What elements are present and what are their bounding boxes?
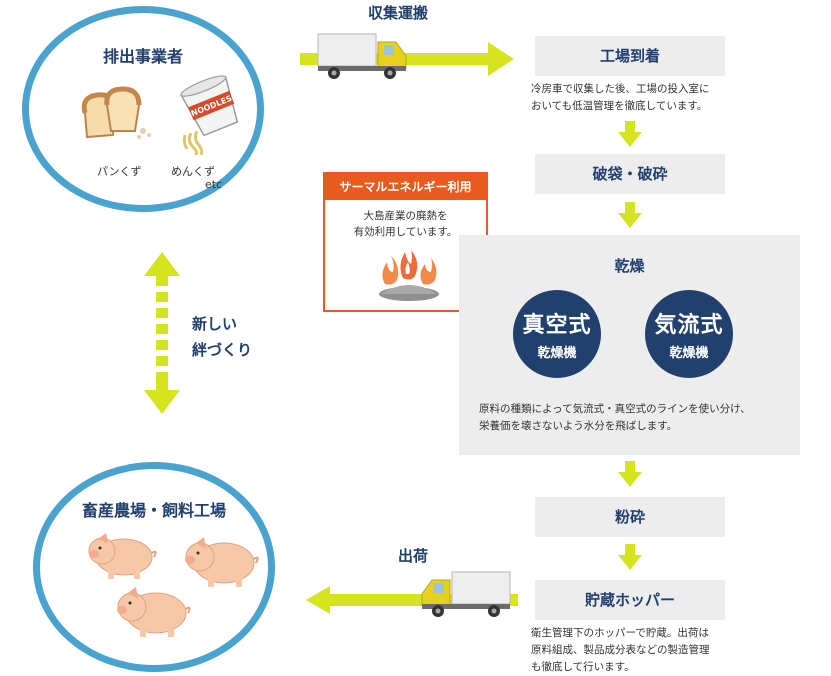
arrival-desc-line1: 冷房車で収集した後、工場の投入室に: [531, 83, 710, 95]
step-crush-2: 粉砕: [535, 497, 725, 537]
food-label-bread: パンくず: [97, 165, 142, 178]
hopper-desc-line3: も徹底して行います。: [531, 661, 635, 673]
step-crush-1: 破袋・破砕: [535, 154, 725, 194]
thermal-line1: 大島産業の廃熱を: [363, 210, 448, 222]
drying-section: 乾燥 真空式 乾燥機 気流式 乾燥機 原料の種類によって気流式・真空式のラインを…: [459, 235, 800, 455]
down-arrow-icon: [618, 544, 642, 570]
airflow-dryer-sub: 乾燥機: [669, 346, 709, 361]
hopper-description: 衛生管理下のホッパーで貯蔵。出荷は 原料組成、製品成分表などの製造管理 も徹底し…: [531, 625, 710, 676]
noodle-cup-icon: NOODLES: [180, 75, 239, 155]
bond-label-line2: 絆づくり: [192, 341, 253, 359]
down-arrow-icon: [618, 202, 642, 228]
thermal-heading: サーマルエネルギー利用: [325, 174, 486, 200]
airflow-dryer-name: 気流式: [654, 313, 724, 338]
arrival-desc-line2: おいても低温管理を徹底しています。: [531, 100, 708, 112]
down-arrow-icon: [618, 121, 642, 147]
food-label-etc: etc: [205, 178, 223, 191]
bread-icon: [81, 86, 151, 139]
destination-circle: 畜産農場・飼料工場: [33, 462, 275, 672]
thermal-description: 大島産業の廃熱を 有効利用しています。: [325, 208, 486, 240]
pig-icon: [117, 587, 191, 637]
pig-icon: [88, 533, 157, 579]
airflow-dryer: 気流式 乾燥機: [645, 290, 733, 378]
flame-icon: [379, 250, 439, 301]
pig-icon: [185, 537, 259, 587]
vacuum-dryer-sub: 乾燥機: [537, 346, 577, 361]
down-arrow-icon: [618, 461, 642, 487]
truck-icon: [317, 33, 407, 79]
vacuum-dryer: 真空式 乾燥機: [513, 290, 601, 378]
truck-icon: [421, 571, 511, 617]
step-hopper: 貯蔵ホッパー: [535, 580, 725, 620]
step-arrival: 工場到着: [535, 36, 725, 76]
shipping-label: 出荷: [398, 547, 429, 565]
drying-title: 乾燥: [614, 257, 645, 275]
bond-label: 新しい 絆づくり: [192, 311, 252, 363]
drying-desc-line1: 原料の種類によって気流式・真空式のラインを使い分け、: [479, 403, 751, 415]
bond-label-line1: 新しい: [192, 315, 238, 333]
bond-double-arrow-icon: [144, 252, 180, 414]
hopper-desc-line2: 原料組成、製品成分表などの製造管理: [531, 644, 710, 656]
vacuum-dryer-name: 真空式: [522, 313, 592, 338]
source-circle: 排出事業者 NOODLES パンくず めんくず etc: [22, 6, 264, 212]
hopper-desc-line1: 衛生管理下のホッパーで貯蔵。出荷は: [531, 627, 709, 639]
thermal-line2: 有効利用しています。: [353, 226, 458, 238]
transport-label: 収集運搬: [368, 4, 429, 22]
drying-description: 原料の種類によって気流式・真空式のラインを使い分け、 栄養価を壊さないよう水分を…: [479, 401, 751, 435]
drying-desc-line2: 栄養価を壊さないよう水分を飛ばします。: [479, 420, 678, 432]
source-title: 排出事業者: [102, 47, 183, 66]
destination-title: 畜産農場・飼料工場: [81, 501, 226, 520]
food-label-noodles: めんくず: [171, 165, 215, 178]
arrival-description: 冷房車で収集した後、工場の投入室に おいても低温管理を徹底しています。: [531, 81, 710, 115]
